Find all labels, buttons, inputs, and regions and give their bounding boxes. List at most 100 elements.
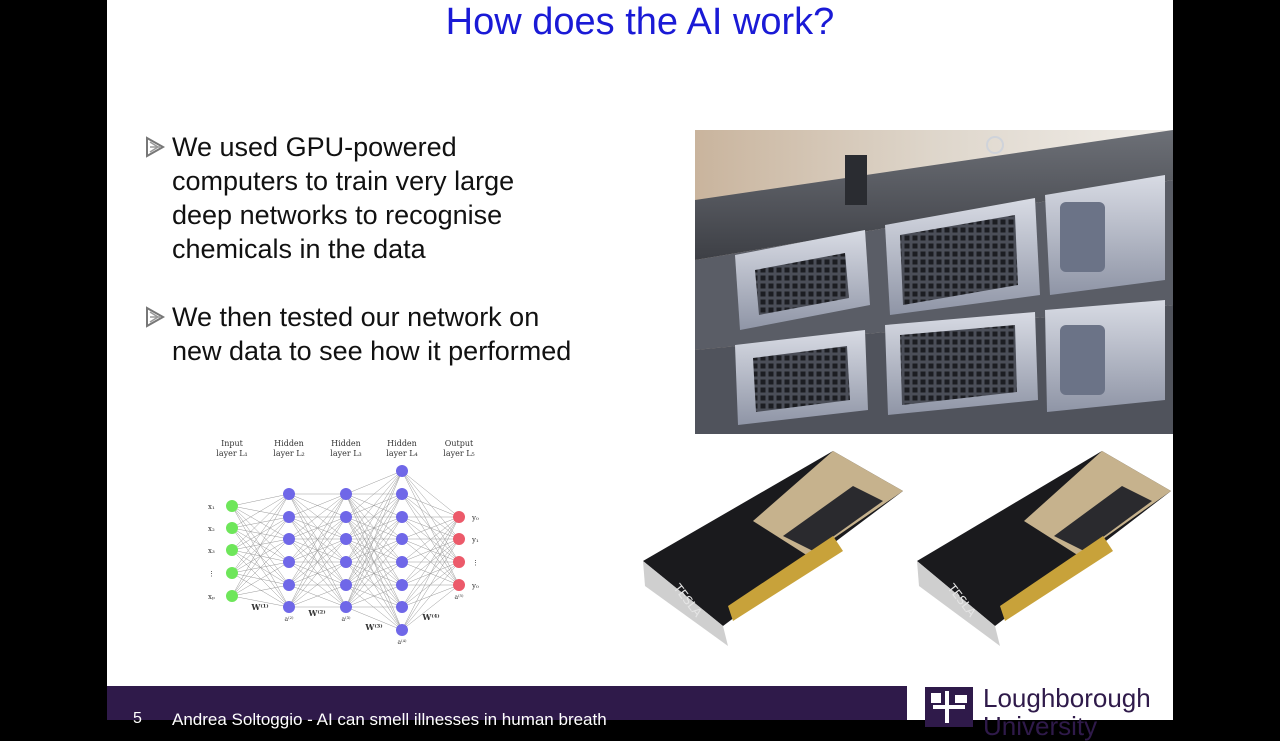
network-node	[226, 567, 238, 579]
network-node	[396, 624, 408, 636]
network-node	[453, 556, 465, 568]
bullet-text: We used GPU-powered computers to train v…	[172, 132, 515, 264]
connection-line	[231, 493, 290, 529]
layer-sub: layer L₃	[330, 449, 361, 458]
connection-line	[288, 561, 347, 586]
footer-text: Andrea Soltoggio - AI can smell illnesse…	[172, 710, 607, 729]
input-label: x₂	[208, 525, 215, 533]
input-label: ⋮	[208, 570, 215, 578]
connection-line	[231, 493, 290, 597]
connection-line	[345, 470, 403, 586]
connection-line	[345, 584, 403, 608]
network-node	[226, 522, 238, 534]
connection-line	[401, 470, 460, 540]
network-node	[226, 500, 238, 512]
logo-crest-icon	[925, 687, 973, 727]
network-node	[283, 488, 295, 500]
network-node	[340, 601, 352, 613]
bullet-text: We then tested our network on new data t…	[172, 302, 572, 366]
logo-line-2: University	[983, 711, 1098, 741]
connection-line	[288, 493, 347, 586]
output-label: y₀	[471, 514, 479, 522]
connection-line	[288, 493, 347, 518]
network-node	[283, 533, 295, 545]
layer-sub: layer L₁	[216, 449, 247, 458]
connection-line	[345, 516, 403, 608]
connection-line	[401, 561, 460, 631]
connection-line	[401, 538, 460, 631]
connection-line	[231, 493, 290, 551]
connection-line	[401, 470, 460, 518]
output-label: y₁	[471, 536, 479, 544]
input-label: x₁	[208, 503, 215, 511]
connection-line	[288, 584, 347, 608]
connection-line	[288, 538, 347, 608]
connection-line	[288, 561, 347, 608]
connection-line	[401, 516, 460, 563]
network-node	[453, 579, 465, 591]
network-node	[226, 590, 238, 602]
layer-name: Hidden	[387, 439, 417, 448]
output-label: y₀	[471, 582, 479, 590]
network-node	[283, 556, 295, 568]
connection-line	[401, 516, 460, 586]
connection-line	[231, 493, 290, 574]
connection-line	[401, 516, 460, 540]
connection-line	[231, 595, 290, 608]
network-node	[283, 511, 295, 523]
network-node	[396, 601, 408, 613]
output-label: ⋮	[472, 559, 479, 567]
layer-name: Output	[445, 439, 474, 448]
server-rack-image	[695, 130, 1173, 434]
connection-line	[345, 470, 403, 495]
connection-line	[231, 538, 290, 574]
connection-line	[345, 606, 403, 631]
weight-label: W⁽⁴⁾	[421, 612, 439, 622]
activation-label: a⁽²⁾	[285, 616, 294, 623]
bullet-gpu-training: We used GPU-powered computers to train v…	[145, 130, 575, 266]
network-node	[453, 533, 465, 545]
network-node	[396, 556, 408, 568]
slide-title: How does the AI work?	[445, 1, 835, 43]
input-label: xₚ	[208, 593, 215, 601]
connection-line	[288, 493, 347, 563]
connection-line	[231, 549, 290, 608]
layer-sub: layer L₂	[273, 449, 304, 458]
layer-name: Hidden	[331, 439, 361, 448]
connection-line	[231, 561, 290, 597]
footer-bar: 5 Andrea Soltoggio - AI can smell illnes…	[107, 686, 907, 729]
connection-line	[231, 584, 290, 597]
logo-line-1: Loughborough	[983, 683, 1151, 713]
connection-line	[345, 470, 403, 563]
layer-sub: layer L₄	[386, 449, 417, 458]
slide: How does the AI work? We used GPU-powere…	[107, 0, 1173, 720]
connection-line	[288, 493, 347, 540]
network-node	[340, 488, 352, 500]
connection-line	[345, 538, 403, 608]
network-node	[396, 511, 408, 523]
weight-label: W⁽²⁾	[307, 608, 325, 618]
connection-line	[345, 493, 403, 518]
connection-line	[401, 516, 460, 608]
connection-line	[288, 493, 347, 608]
connection-line	[231, 538, 290, 597]
connection-line	[231, 516, 290, 597]
network-node	[396, 488, 408, 500]
layer-name: Hidden	[274, 439, 304, 448]
network-node	[340, 556, 352, 568]
gpu-card-image: TESLA	[643, 451, 903, 646]
connection-line	[345, 561, 403, 586]
network-node	[340, 511, 352, 523]
connection-line	[401, 516, 460, 631]
bullet-testing: We then tested our network on new data t…	[145, 300, 575, 368]
connection-line	[401, 538, 460, 563]
connection-line	[345, 470, 403, 518]
slide-number: 5	[133, 710, 142, 727]
connection-line	[345, 561, 403, 608]
network-node	[396, 579, 408, 591]
network-node	[453, 511, 465, 523]
network-node	[396, 533, 408, 545]
